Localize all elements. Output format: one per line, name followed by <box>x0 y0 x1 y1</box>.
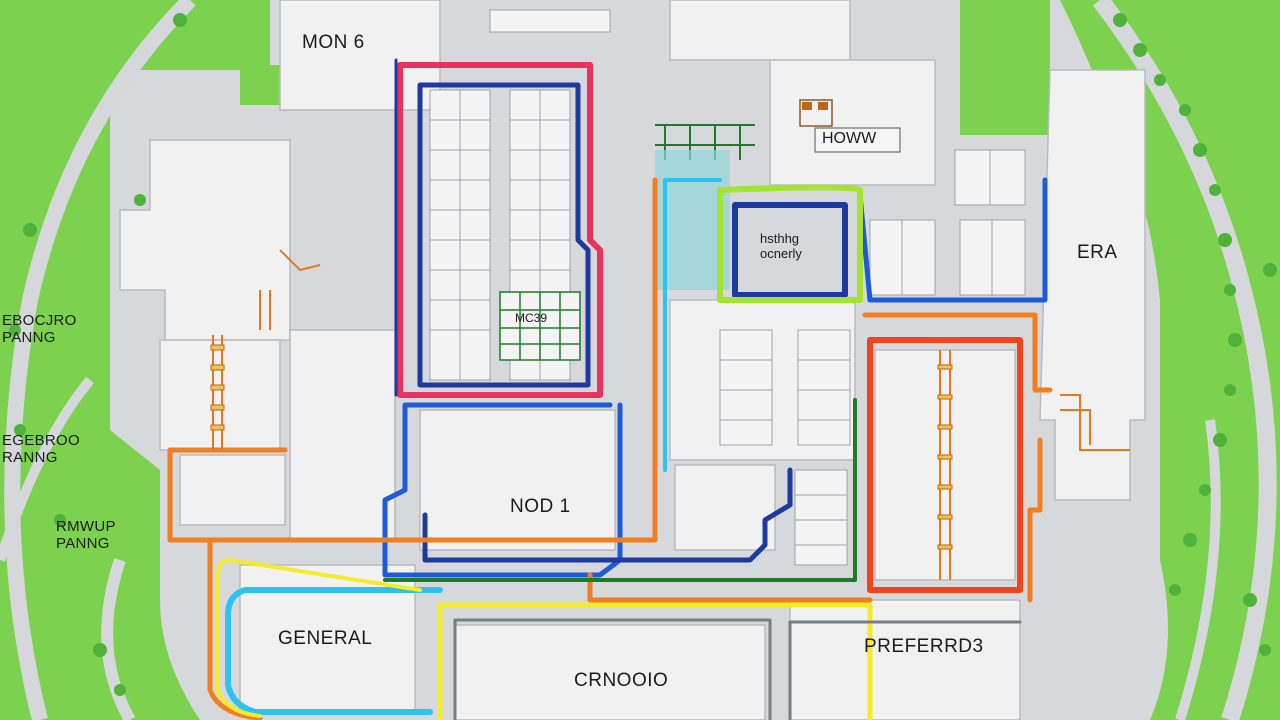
trees-right <box>1113 13 1277 656</box>
green-area-right <box>1060 0 1280 720</box>
route-red-orange <box>867 337 1023 593</box>
label-courtyard: hsthhg ocnerly <box>760 231 802 261</box>
label-crnooo: CRNOOIO <box>574 670 669 691</box>
label-general: GENERAL <box>278 628 373 649</box>
grid-sign-top <box>655 124 755 160</box>
route-red <box>397 62 603 398</box>
green-patch-left-mid <box>240 65 280 105</box>
label-grid-sign: MC39 <box>515 311 548 325</box>
route-orange-left <box>167 177 658 543</box>
grid-sign <box>499 291 581 361</box>
route-yellow <box>437 602 873 720</box>
road-curve-right-2 <box>1175 419 1221 720</box>
route-blue-mid <box>422 467 793 563</box>
route-orange-outer <box>207 537 263 720</box>
ladder-rungs <box>210 344 953 550</box>
label-side-top: EBOCJRO PANNG <box>2 312 77 347</box>
label-nod1: NOD 1 <box>510 496 571 517</box>
route-green <box>383 398 857 582</box>
route-orange-right <box>862 312 1053 603</box>
route-lines <box>167 58 1053 720</box>
route-gray <box>453 618 1022 720</box>
label-side-low: RMWUP PANNG <box>56 518 116 553</box>
route-cyan-lower <box>225 587 443 715</box>
route-orange-bottom <box>587 572 873 603</box>
route-lime <box>717 184 863 303</box>
label-side-mid: EGEBROO RANNG <box>2 432 80 467</box>
route-yellow-left <box>216 558 422 718</box>
label-era: ERA <box>1077 242 1118 263</box>
route-blue-right <box>857 177 1048 303</box>
small-sign <box>799 99 901 153</box>
route-navy <box>417 82 591 388</box>
label-preferred: PREFERRD3 <box>864 636 984 657</box>
ladder-markers <box>212 249 1130 580</box>
green-patch-top <box>960 0 1050 135</box>
road-curve-right <box>1092 0 1277 720</box>
label-mon6: MON 6 <box>302 32 365 53</box>
road-curve-left-2 <box>0 376 94 562</box>
label-hewww: HOWW <box>822 130 877 147</box>
road-left-lower <box>101 558 136 720</box>
route-cyan <box>663 178 722 472</box>
route-blue-courtyard <box>732 202 848 298</box>
road-curve-left <box>4 0 196 720</box>
